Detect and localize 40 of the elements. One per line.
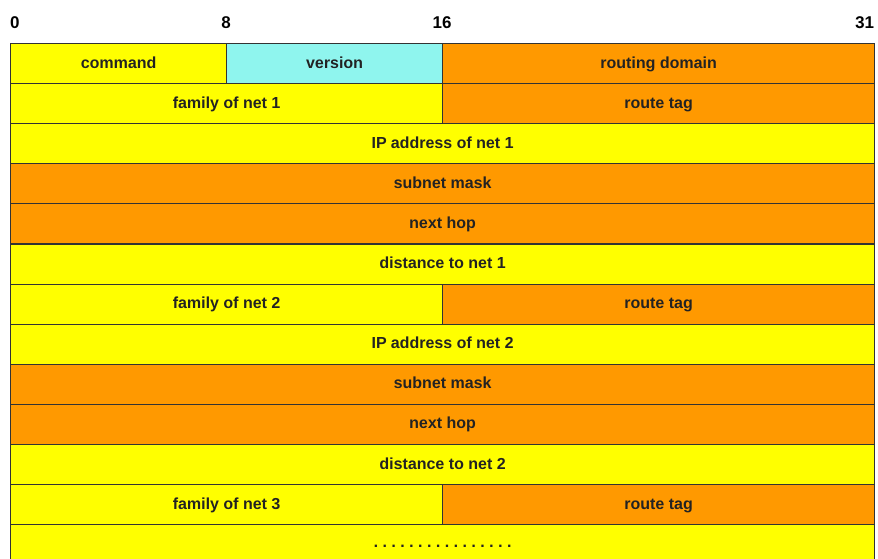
field-cell bbox=[442, 284, 875, 325]
field-label: routing domain bbox=[600, 54, 717, 74]
bit-number: 16 bbox=[432, 14, 452, 31]
field-cell bbox=[10, 43, 227, 84]
field-label: family of net 3 bbox=[172, 494, 280, 515]
field-cell bbox=[10, 524, 875, 559]
field-label: route tag bbox=[624, 94, 693, 114]
field-cell bbox=[10, 83, 443, 124]
field-label: version bbox=[306, 54, 363, 74]
field-label: subnet mask bbox=[394, 374, 492, 394]
field-cell bbox=[442, 484, 875, 526]
field-cell bbox=[442, 43, 875, 84]
field-label: IP address of net 1 bbox=[372, 134, 514, 154]
bit-number: 31 bbox=[855, 14, 874, 31]
field-cell bbox=[10, 203, 875, 244]
field-cell bbox=[10, 324, 875, 365]
field-label: next hop bbox=[409, 414, 476, 434]
field-label: family of net 2 bbox=[172, 294, 280, 314]
field-label: distance to net 1 bbox=[379, 254, 506, 274]
field-label: family of net 1 bbox=[172, 94, 280, 114]
field-label: command bbox=[80, 54, 156, 74]
field-cell bbox=[10, 364, 875, 405]
field-cell bbox=[226, 43, 443, 84]
field-label: next hop bbox=[409, 214, 476, 234]
bit-number: 0 bbox=[10, 14, 20, 31]
field-label: route tag bbox=[624, 294, 693, 314]
field-label: distance to net 2 bbox=[379, 454, 506, 475]
field-label: route tag bbox=[624, 494, 693, 515]
bit-number: 8 bbox=[221, 14, 231, 31]
field-cell bbox=[10, 444, 875, 486]
field-cell bbox=[10, 123, 875, 164]
field-cell bbox=[10, 163, 875, 204]
field-label: . . . . . . . . . . . . . . . . bbox=[374, 532, 512, 553]
field-label: IP address of net 2 bbox=[372, 334, 514, 354]
field-cell bbox=[10, 244, 875, 285]
field-cell bbox=[442, 83, 875, 124]
field-cell bbox=[10, 284, 443, 325]
field-cell bbox=[10, 484, 443, 526]
field-label: subnet mask bbox=[394, 174, 492, 194]
field-cell bbox=[10, 404, 875, 445]
